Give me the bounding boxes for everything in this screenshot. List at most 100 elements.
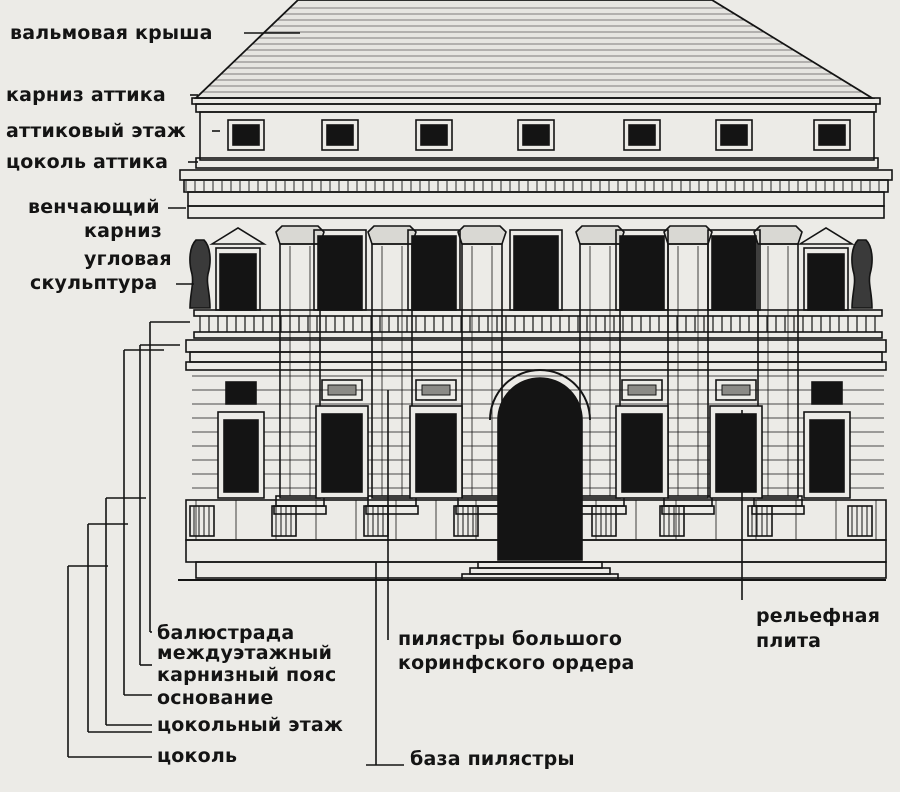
pilaster-shaft [667, 243, 709, 499]
label-crowning-cornice-line1: венчающий [28, 196, 160, 218]
label-corner-sculpture-line1: угловая [84, 248, 172, 270]
corner-sculpture-right [851, 239, 873, 309]
relief-panel-inner [421, 384, 451, 396]
balustrade-rail [193, 309, 883, 317]
label-basement-floor: цокольный этаж [157, 714, 344, 736]
pilaster-shaft [757, 243, 799, 499]
pilaster-shaft [371, 243, 413, 499]
window-pediment-right [797, 227, 855, 245]
label-attic-plinth: цоколь аттика [6, 151, 169, 173]
attic-cornice-band [195, 103, 877, 113]
label-interfloor-line1: междуэтажный [157, 642, 333, 664]
upper-window [219, 253, 257, 311]
label-balustrade: балюстрада [157, 622, 295, 644]
label-crowning-cornice-line2: карниз [84, 220, 162, 242]
relief-panel [415, 379, 457, 401]
label-pilaster-base: база пилястры [410, 748, 575, 770]
interfloor-cornice-3 [185, 361, 887, 371]
pilaster-base-plinth [365, 505, 419, 515]
label-plinth: цоколь [157, 745, 238, 767]
upper-window [807, 253, 845, 311]
balustrade-base [193, 331, 883, 339]
hip-roof [193, 0, 876, 99]
label-attic-storey: аттиковый этаж [6, 120, 187, 142]
arch-archivolt [489, 369, 591, 421]
lower-window [415, 413, 457, 493]
attic-window [232, 124, 260, 146]
central-arch-opening [497, 377, 583, 561]
entrance-step-3 [461, 573, 619, 581]
pilaster-base-plinth [661, 505, 715, 515]
interfloor-cornice-2 [189, 351, 883, 363]
attic-window-frame [623, 119, 661, 151]
label-base: основание [157, 687, 274, 709]
upper-window [619, 235, 665, 311]
label-hip-roof: вальмовая крыша [10, 22, 213, 44]
pilaster-shaft [579, 243, 621, 499]
basement-grille [189, 505, 215, 537]
attic-plinth-band [195, 157, 879, 169]
entrance-step-2 [469, 567, 611, 575]
facade-elevation [178, 0, 893, 581]
attic-window-frame [321, 119, 359, 151]
pilaster-shaft [461, 243, 503, 499]
plinth-step [195, 561, 887, 579]
lower-window [715, 413, 757, 493]
pilaster-base-plinth [273, 505, 327, 515]
lower-window [621, 413, 663, 493]
attic-window-frame [517, 119, 555, 151]
label-attic-cornice: карниз аттика [6, 84, 166, 106]
attic-window-frame [227, 119, 265, 151]
entrance-step-1 [477, 561, 603, 569]
upper-window [711, 235, 757, 311]
basement-grille [747, 505, 773, 537]
label-interfloor-line2: карнизный пояс [157, 664, 337, 686]
label-relief-panel-line1: рельефная [756, 605, 881, 627]
basement-grille [271, 505, 297, 537]
leader-lines [67, 32, 743, 766]
lower-window [321, 413, 363, 493]
corinthian-capital [663, 225, 713, 245]
label-relief-panel-line2: плита [756, 630, 822, 652]
attic-window [818, 124, 846, 146]
relief-panel-inner [627, 384, 657, 396]
mezzanine-window-left [225, 381, 257, 405]
attic-window-frame [813, 119, 851, 151]
corinthian-capital [753, 225, 803, 245]
attic-storey-wall [199, 111, 875, 161]
attic-window [326, 124, 354, 146]
corinthian-capital [457, 225, 507, 245]
attic-window [720, 124, 748, 146]
attic-window-frame [715, 119, 753, 151]
frieze [187, 191, 885, 207]
label-pilasters-line1: пилястры большого [398, 628, 623, 650]
relief-panel-inner [721, 384, 751, 396]
attic-window [522, 124, 550, 146]
crowning-cornice-corona [183, 179, 889, 193]
attic-window [420, 124, 448, 146]
basement-grille [453, 505, 479, 537]
mezzanine-window-right [811, 381, 843, 405]
basement-grille [847, 505, 873, 537]
upper-window [513, 235, 559, 311]
upper-window [411, 235, 457, 311]
relief-panel [621, 379, 663, 401]
lower-window [809, 419, 845, 493]
basement-grille [659, 505, 685, 537]
attic-window-frame [415, 119, 453, 151]
upper-window [317, 235, 363, 311]
window-pediment-left [209, 227, 267, 245]
architrave [187, 205, 885, 219]
attic-window [628, 124, 656, 146]
crowning-cornice-top [179, 169, 893, 181]
label-corner-sculpture-line2: скульптура [30, 272, 158, 294]
interfloor-cornice-1 [185, 339, 887, 353]
pilaster-shaft [279, 243, 321, 499]
lower-window [223, 419, 259, 493]
corinthian-capital [275, 225, 325, 245]
relief-panel-inner [327, 384, 357, 396]
basement-grille [591, 505, 617, 537]
corner-sculpture-left [189, 239, 211, 309]
